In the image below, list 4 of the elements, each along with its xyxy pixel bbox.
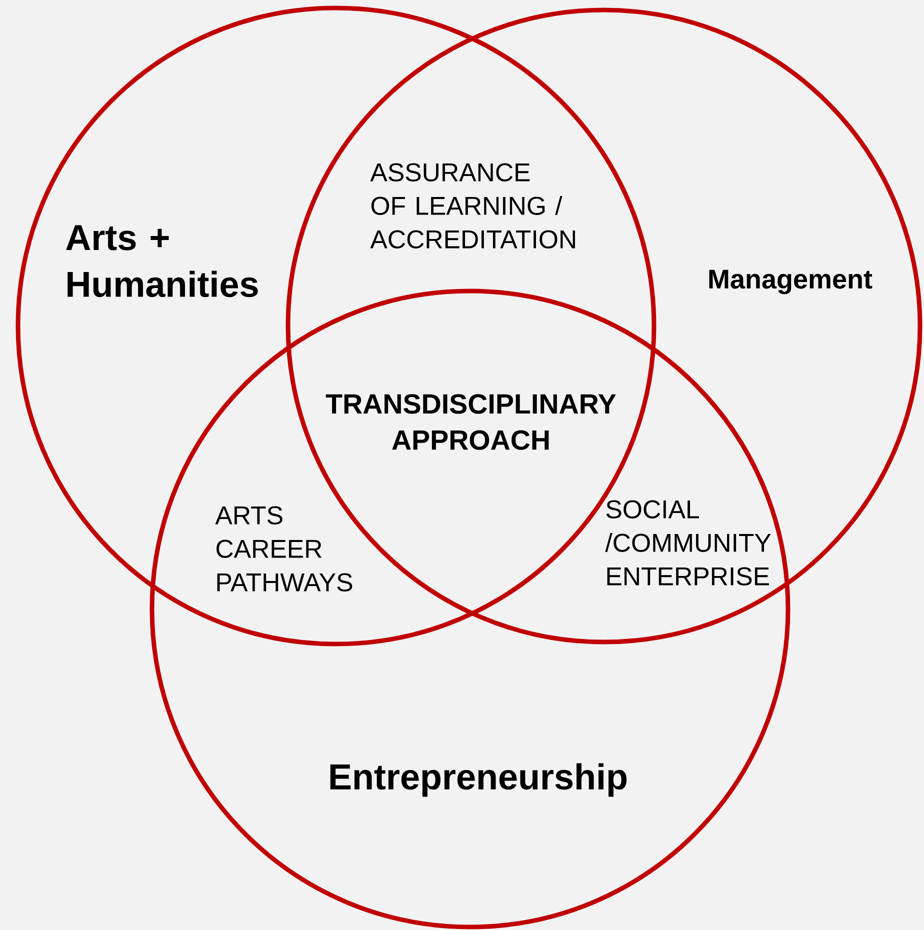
region-label: ARTS CAREER PATHWAYS [215, 506, 352, 592]
region-label: TRANSDISCIPLINARY APPROACH [326, 394, 616, 450]
region-label: SOCIAL /COMMUNITY ENTERPRISE [605, 500, 771, 586]
region-label: ASSURANCE OF LEARNING / ACCREDITATION [370, 163, 575, 248]
